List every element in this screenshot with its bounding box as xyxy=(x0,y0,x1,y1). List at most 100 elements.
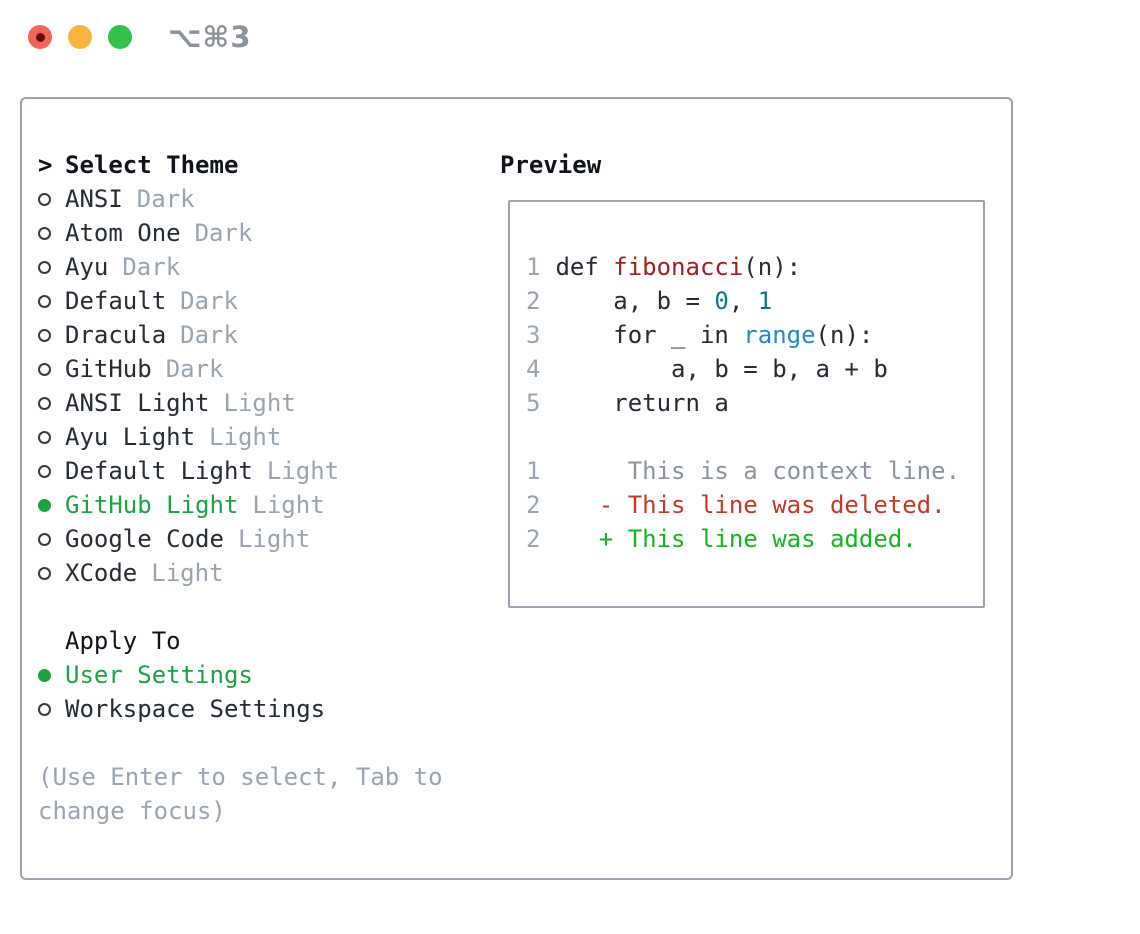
radio-unselected-icon xyxy=(38,464,51,478)
radio-unselected-icon xyxy=(38,396,51,410)
minimize-button[interactable] xyxy=(68,25,92,49)
code-segment-plain: return a xyxy=(541,389,729,417)
theme-option[interactable]: Ayu Dark xyxy=(38,250,443,284)
code-segment-plain: a, b = xyxy=(541,287,715,315)
theme-option[interactable]: Ayu Light Light xyxy=(38,420,443,454)
option-label: XCode xyxy=(65,559,138,587)
radio-unselected-icon xyxy=(38,260,51,274)
option-label: GitHub xyxy=(65,355,152,383)
line-number: 3 xyxy=(526,321,541,349)
code-segment-num: 1 xyxy=(757,287,773,315)
option-label: Ayu Light xyxy=(65,423,196,451)
preview-line: 2 - This line was deleted. xyxy=(526,488,983,522)
radio-selected-icon xyxy=(38,498,51,512)
theme-option[interactable]: GitHub Light Light xyxy=(38,488,443,522)
option-variant-label: Light xyxy=(151,559,224,587)
radio-unselected-icon xyxy=(38,532,51,546)
theme-option[interactable]: XCode Light xyxy=(38,556,443,590)
theme-option[interactable]: ANSI Light Light xyxy=(38,386,443,420)
apply-to-title: Apply To xyxy=(65,627,181,655)
close-button[interactable] xyxy=(28,25,52,49)
code-segment-num: 0 xyxy=(714,287,729,315)
radio-unselected-icon xyxy=(38,192,51,206)
option-label: Default xyxy=(65,287,167,315)
radio-unselected-icon xyxy=(38,702,51,716)
code-segment-plain: , xyxy=(728,287,758,315)
line-number: 4 xyxy=(526,355,541,383)
theme-list-title: Select Theme xyxy=(65,151,239,179)
option-variant-label: Dark xyxy=(136,185,195,213)
code-segment-plain: for _ in xyxy=(541,321,744,349)
option-variant-label: Dark xyxy=(122,253,181,281)
theme-option[interactable]: GitHub Dark xyxy=(38,352,443,386)
code-segment-call: range xyxy=(743,321,816,349)
radio-unselected-icon xyxy=(38,294,51,308)
preview-line: 5 return a xyxy=(526,386,983,420)
hint-line-2: change focus) xyxy=(38,797,226,825)
option-variant-label: Light xyxy=(209,423,282,451)
apply-to-option[interactable]: User Settings xyxy=(38,658,443,692)
titlebar: ⌥⌘3 xyxy=(0,0,1140,74)
code-segment-func: fibonacci xyxy=(613,253,744,281)
option-variant-label: Dark xyxy=(180,287,238,315)
code-segment-plain: def xyxy=(541,253,614,281)
option-label: Workspace Settings xyxy=(65,695,326,723)
code-segment-added: + This line was added. xyxy=(541,525,917,553)
code-segment-plain: a, b = b, a + b xyxy=(541,355,888,383)
theme-option[interactable]: Atom One Dark xyxy=(38,216,443,250)
option-variant-label: Light xyxy=(252,491,325,519)
line-number: 1 xyxy=(526,457,541,485)
spacer-row xyxy=(38,590,443,624)
code-segment-plain: (n): xyxy=(815,321,874,349)
radio-unselected-icon xyxy=(38,430,51,444)
preview-line: 2 + This line was added. xyxy=(526,522,983,556)
line-number: 2 xyxy=(526,491,541,519)
code-segment-context: This is a context line. xyxy=(541,457,961,485)
maximize-button[interactable] xyxy=(108,25,132,49)
radio-unselected-icon xyxy=(38,328,51,342)
option-label: Dracula xyxy=(65,321,167,349)
line-number: 2 xyxy=(526,525,541,553)
apply-to-header: Apply To xyxy=(38,624,443,658)
preview-title: Preview xyxy=(500,151,602,179)
preview-line xyxy=(526,420,983,454)
option-label: Ayu xyxy=(65,253,109,281)
theme-option[interactable]: ANSI Dark xyxy=(38,182,443,216)
traffic-lights xyxy=(28,25,132,49)
option-label: User Settings xyxy=(65,661,253,689)
selection-prompt-icon: > xyxy=(38,151,53,179)
preview-line: 2 a, b = 0, 1 xyxy=(526,284,983,318)
option-label: GitHub Light xyxy=(65,491,239,519)
line-number: 5 xyxy=(526,389,541,417)
preview-line: 1 def fibonacci(n): xyxy=(526,250,983,284)
option-variant-label: Dark xyxy=(165,355,224,383)
window-shortcut-label: ⌥⌘3 xyxy=(168,20,252,54)
spacer-row xyxy=(38,726,443,760)
option-label: ANSI Light xyxy=(65,389,210,417)
radio-selected-icon xyxy=(38,668,51,682)
option-variant-label: Dark xyxy=(194,219,253,247)
option-variant-label: Light xyxy=(237,525,311,553)
option-variant-label: Light xyxy=(266,457,340,485)
option-label: Google Code xyxy=(65,525,224,553)
hint-line-1: (Use Enter to select, Tab to xyxy=(38,763,443,791)
option-label: Atom One xyxy=(65,219,181,247)
option-label: ANSI xyxy=(65,185,123,213)
line-number: 2 xyxy=(526,287,541,315)
theme-option[interactable]: Default Dark xyxy=(38,284,443,318)
apply-to-option[interactable]: Workspace Settings xyxy=(38,692,443,726)
preview-line: 3 for _ in range(n): xyxy=(526,318,983,352)
option-variant-label: Light xyxy=(223,389,296,417)
radio-unselected-icon xyxy=(38,226,51,240)
theme-option[interactable]: Google Code Light xyxy=(38,522,443,556)
code-segment-deleted: - This line was deleted. xyxy=(541,491,946,519)
radio-unselected-icon xyxy=(38,566,51,580)
